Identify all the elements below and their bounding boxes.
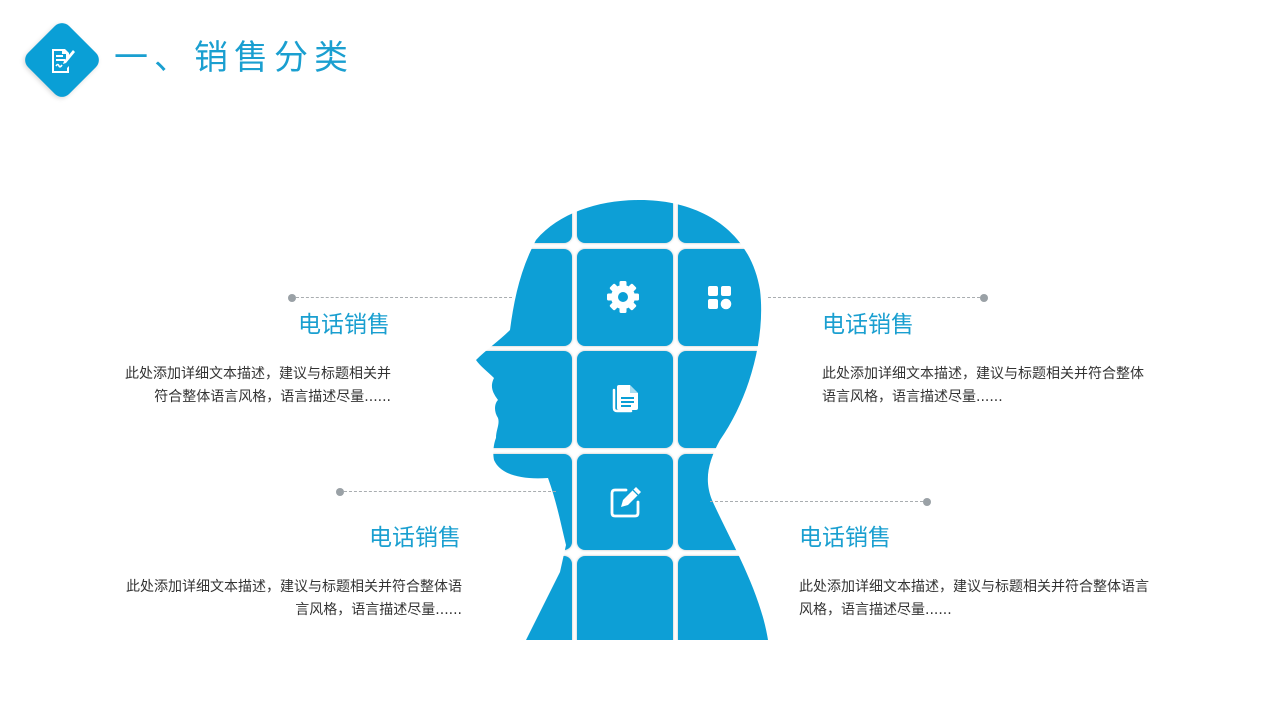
card-description-line: 此处添加详细文本描述，建议与标题相关并 <box>125 366 391 382</box>
card-description-line: 风格，语言描述尽量...... <box>799 602 952 618</box>
card-description-line: 语言风格，语言描述尽量...... <box>822 389 1003 405</box>
connector-line-bottom-right <box>710 501 923 502</box>
card-title-bottom-right: 电话销售 <box>799 525 891 551</box>
card-description-top-right: 此处添加详细文本描述，建议与标题相关并符合整体 语言风格，语言描述尽量.....… <box>822 363 1222 409</box>
connector-dot-top-left <box>288 294 296 302</box>
card-title-top-left: 电话销售 <box>298 312 390 338</box>
apps-grid-icon <box>708 286 732 310</box>
card-description-line: 言风格，语言描述尽量...... <box>295 602 462 618</box>
edit-icon <box>610 487 641 518</box>
documents-icon <box>612 385 638 413</box>
card-description-line: 此处添加详细文本描述，建议与标题相关并符合整体语 <box>126 579 462 595</box>
card-description-bottom-left: 此处添加详细文本描述，建议与标题相关并符合整体语 言风格，语言描述尽量.....… <box>40 576 462 622</box>
connector-dot-top-right <box>980 294 988 302</box>
connector-dot-bottom-left <box>336 488 344 496</box>
connector-line-bottom-left <box>344 491 556 492</box>
card-description-line: 符合整体语言风格，语言描述尽量...... <box>154 389 391 405</box>
connector-line-top-right <box>768 297 980 298</box>
card-description-top-left: 此处添加详细文本描述，建议与标题相关并 符合整体语言风格，语言描述尽量.....… <box>60 363 391 409</box>
page-title: 一、销售分类 <box>114 38 354 78</box>
document-signature-icon <box>52 49 75 73</box>
card-description-line: 此处添加详细文本描述，建议与标题相关并符合整体语言 <box>799 579 1149 595</box>
card-description-bottom-right: 此处添加详细文本描述，建议与标题相关并符合整体语言 风格，语言描述尽量.....… <box>799 576 1239 622</box>
connector-line-top-left <box>296 297 512 298</box>
card-description-line: 此处添加详细文本描述，建议与标题相关并符合整体 <box>822 366 1144 382</box>
card-title-bottom-left: 电话销售 <box>369 525 461 551</box>
card-title-top-right: 电话销售 <box>822 312 914 338</box>
gear-icon <box>607 281 639 313</box>
connector-dot-bottom-right <box>923 498 931 506</box>
